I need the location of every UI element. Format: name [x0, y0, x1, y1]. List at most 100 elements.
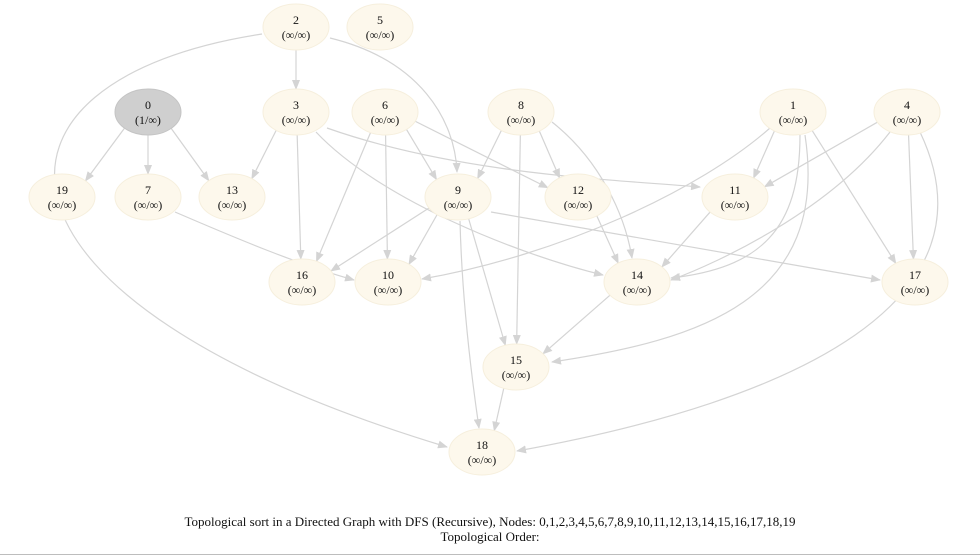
node-shape	[448, 428, 516, 476]
caption-title: Topological sort in a Directed Graph wit…	[184, 514, 796, 529]
edge-8-to-12	[538, 130, 561, 179]
node-13[interactable]: 13(∞/∞)	[198, 173, 266, 221]
node-shape	[482, 343, 550, 391]
node-17[interactable]: 17(∞/∞)	[881, 258, 949, 306]
node-value: (∞/∞)	[288, 283, 316, 297]
node-shape	[487, 88, 555, 136]
node-label: 19	[56, 183, 68, 197]
edge-15-to-18	[492, 388, 505, 432]
node-label: 10	[382, 268, 394, 282]
node-shape	[701, 173, 769, 221]
node-15[interactable]: 15(∞/∞)	[482, 343, 550, 391]
edge-9-to-17	[490, 211, 881, 283]
node-10[interactable]: 10(∞/∞)	[354, 258, 422, 306]
node-16[interactable]: 16(∞/∞)	[268, 258, 336, 306]
edge-8-to-15	[512, 134, 521, 346]
edge-8-to-9	[477, 130, 502, 180]
edge-4-to-17	[907, 134, 918, 261]
node-18[interactable]: 18(∞/∞)	[448, 428, 516, 476]
edge-4-to-18	[516, 131, 939, 454]
graph-canvas: 0(1/∞)1(∞/∞)2(∞/∞)3(∞/∞)4(∞/∞)5(∞/∞)6(∞/…	[28, 3, 949, 476]
node-label: 8	[518, 98, 524, 112]
node-value: (∞/∞)	[218, 198, 246, 212]
node-shape	[544, 173, 612, 221]
node-shape	[268, 258, 336, 306]
node-0[interactable]: 0(1/∞)	[114, 88, 182, 136]
divider	[0, 554, 980, 555]
node-label: 15	[510, 353, 522, 367]
edge-3-to-11	[326, 127, 701, 191]
node-3[interactable]: 3(∞/∞)	[262, 88, 330, 136]
edge-1-to-10	[421, 127, 771, 282]
edge-6-to-9	[405, 129, 438, 181]
node-value: (∞/∞)	[623, 283, 651, 297]
node-value: (∞/∞)	[901, 283, 929, 297]
node-shape	[354, 258, 422, 306]
node-shape	[28, 173, 96, 221]
node-value: (∞/∞)	[468, 453, 496, 467]
edge-11-to-14	[661, 211, 711, 268]
edge-14-to-15	[542, 294, 611, 355]
node-shape	[424, 173, 492, 221]
node-shape	[114, 88, 182, 136]
caption-topological-order: Topological Order:	[440, 529, 540, 544]
node-shape	[198, 173, 266, 221]
node-value: (1/∞)	[135, 113, 161, 127]
node-label: 14	[631, 268, 643, 282]
node-value: (∞/∞)	[893, 113, 921, 127]
node-value: (∞/∞)	[371, 113, 399, 127]
node-8[interactable]: 8(∞/∞)	[487, 88, 555, 136]
edge-9-to-10	[408, 214, 438, 266]
node-value: (∞/∞)	[507, 113, 535, 127]
edge-9-to-16	[330, 207, 430, 272]
node-shape	[262, 3, 330, 51]
node-label: 4	[904, 98, 910, 112]
node-value: (∞/∞)	[282, 113, 310, 127]
node-shape	[114, 173, 182, 221]
edge-3-to-16	[296, 134, 305, 261]
node-value: (∞/∞)	[282, 28, 310, 42]
node-value: (∞/∞)	[48, 198, 76, 212]
edge-6-to-10	[383, 134, 392, 261]
nodes-layer: 0(1/∞)1(∞/∞)2(∞/∞)3(∞/∞)4(∞/∞)5(∞/∞)6(∞/…	[28, 3, 949, 476]
node-value: (∞/∞)	[444, 198, 472, 212]
node-shape	[262, 88, 330, 136]
node-11[interactable]: 11(∞/∞)	[701, 173, 769, 221]
node-label: 7	[145, 183, 151, 197]
node-label: 11	[729, 183, 741, 197]
node-1[interactable]: 1(∞/∞)	[759, 88, 827, 136]
node-label: 6	[382, 98, 388, 112]
node-value: (∞/∞)	[374, 283, 402, 297]
edge-9-to-15	[468, 218, 507, 347]
node-9[interactable]: 9(∞/∞)	[424, 173, 492, 221]
node-shape	[603, 258, 671, 306]
node-6[interactable]: 6(∞/∞)	[351, 88, 419, 136]
node-shape	[759, 88, 827, 136]
node-7[interactable]: 7(∞/∞)	[114, 173, 182, 221]
caption: Topological sort in a Directed Graph wit…	[0, 514, 980, 544]
node-19[interactable]: 19(∞/∞)	[28, 173, 96, 221]
node-label: 5	[377, 13, 383, 27]
node-2[interactable]: 2(∞/∞)	[262, 3, 330, 51]
node-4[interactable]: 4(∞/∞)	[873, 88, 941, 136]
edge-4-to-14	[670, 131, 891, 281]
node-shape	[873, 88, 941, 136]
edge-1-to-17	[811, 130, 897, 265]
node-label: 13	[226, 183, 238, 197]
node-value: (∞/∞)	[564, 198, 592, 212]
edge-9-to-18	[459, 220, 482, 429]
node-14[interactable]: 14(∞/∞)	[603, 258, 671, 306]
node-value: (∞/∞)	[502, 368, 530, 382]
node-5[interactable]: 5(∞/∞)	[346, 3, 414, 51]
node-label: 18	[476, 438, 488, 452]
node-12[interactable]: 12(∞/∞)	[544, 173, 612, 221]
node-label: 0	[145, 98, 151, 112]
edge-7-to-10	[174, 211, 355, 282]
edge-2-to-9	[329, 37, 461, 173]
node-label: 2	[293, 13, 299, 27]
edge-3-to-14	[315, 131, 604, 277]
edge-6-to-12	[414, 120, 549, 189]
edge-12-to-14	[596, 215, 619, 265]
edge-3-to-13	[251, 130, 277, 180]
node-value: (∞/∞)	[134, 198, 162, 212]
